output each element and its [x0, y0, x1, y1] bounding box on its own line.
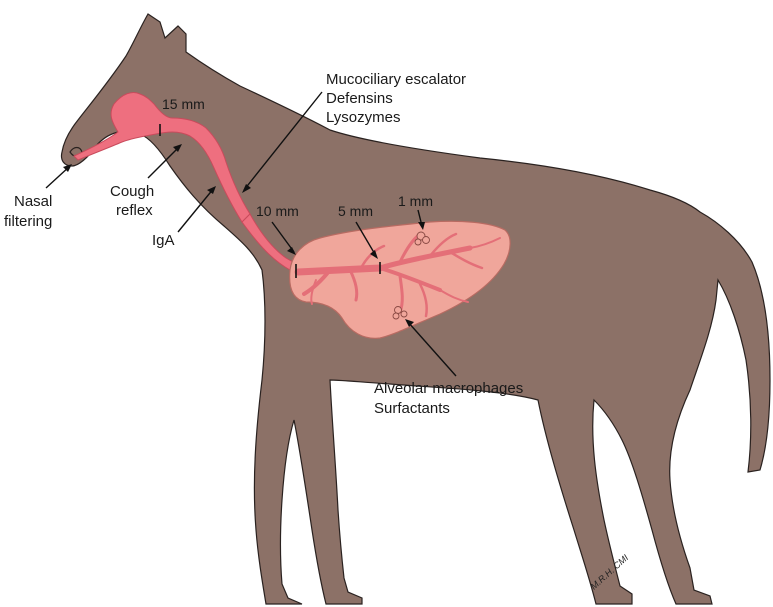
mucociliary-label: Mucociliary escalator: [326, 71, 466, 88]
alveolar-macrophages-label: Alveolar macrophages: [374, 380, 523, 397]
defensins-label: Defensins: [326, 90, 393, 107]
size-10mm-label: 10 mm: [256, 203, 299, 219]
surfactants-label: Surfactants: [374, 400, 450, 417]
lysozymes-label: Lysozymes: [326, 109, 400, 126]
nasal-label-line2: filtering: [4, 213, 52, 230]
cough-label-line1: Cough: [110, 183, 154, 200]
cough-label-line2: reflex: [116, 202, 153, 219]
size-1mm-label: 1 mm: [398, 193, 433, 209]
nasal-label-line1: Nasal: [14, 193, 52, 210]
iga-label: IgA: [152, 232, 175, 249]
size-15mm-label: 15 mm: [162, 96, 205, 112]
size-5mm-label: 5 mm: [338, 203, 373, 219]
